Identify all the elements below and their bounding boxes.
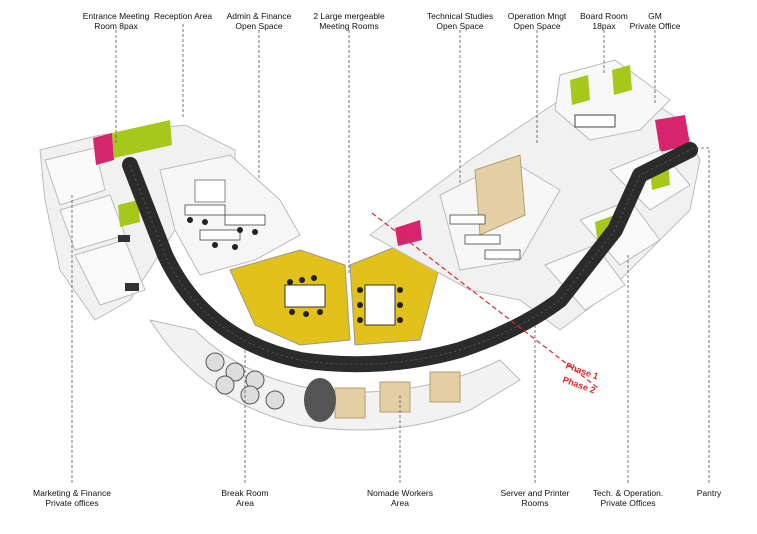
label-reception-area: Reception Area	[154, 11, 212, 21]
label-operation-mngt: Operation Mngt Open Space	[508, 11, 567, 31]
meeting-rooms	[229, 244, 441, 346]
label-board-room: Board Room 18pax	[580, 11, 628, 31]
label-line: 2 Large mergeable	[313, 11, 385, 21]
label-break-room: Break Room Area	[221, 488, 268, 508]
label-entrance-meeting-room: Entrance Meeting Room 8pax	[83, 11, 150, 31]
label-line: GM	[648, 11, 662, 21]
label-line: Room 8pax	[94, 21, 138, 31]
label-line: Break Room	[221, 488, 269, 498]
label-line: Private offices	[45, 498, 99, 508]
label-line: 18pax	[592, 21, 616, 31]
label-line: Tech. & Operation.	[592, 488, 664, 498]
label-technical-studies: Technical Studies Open Space	[427, 11, 493, 31]
label-marketing-finance: Marketing & Finance Private offices	[33, 488, 111, 508]
leader-lines	[71, 24, 710, 483]
label-tech-operation-offices: Tech. & Operation. Private Offices	[593, 488, 663, 508]
label-line: Technical Studies	[426, 11, 494, 21]
label-line: Private Offices	[600, 498, 656, 508]
label-line: Marketing & Finance	[33, 488, 111, 498]
right-wing	[369, 59, 701, 331]
label-line: Admin & Finance	[226, 11, 292, 21]
label-line: Rooms	[521, 498, 549, 508]
label-large-meeting-rooms: 2 Large mergeable Meeting Rooms	[313, 11, 384, 31]
label-line: Reception Area	[153, 11, 213, 21]
label-line: Meeting Rooms	[319, 21, 379, 31]
label-admin-finance: Admin & Finance Open Space	[227, 11, 292, 31]
label-line: Area	[236, 498, 254, 508]
label-server-printer: Server and Printer Rooms	[501, 488, 570, 508]
label-line: Area	[391, 498, 409, 508]
label-line: Open Space	[436, 21, 484, 31]
label-pantry: Pantry	[697, 488, 722, 498]
label-line: Entrance Meeting	[82, 11, 150, 21]
bottom-curve	[148, 319, 521, 431]
label-nomade-workers: Nomade Workers Area	[367, 488, 433, 508]
label-line: Server and Printer	[500, 488, 570, 498]
label-line: Open Space	[235, 21, 283, 31]
label-line: Open Space	[513, 21, 561, 31]
label-gm-office: GM Private Office	[630, 11, 681, 31]
label-line: Pantry	[696, 488, 722, 498]
label-line: Private Office	[629, 21, 681, 31]
label-line: Operation Mngt	[507, 11, 567, 21]
label-line: Board Room	[580, 11, 628, 21]
admin-open-space	[159, 154, 301, 276]
label-line: Nomade Workers	[367, 488, 433, 498]
